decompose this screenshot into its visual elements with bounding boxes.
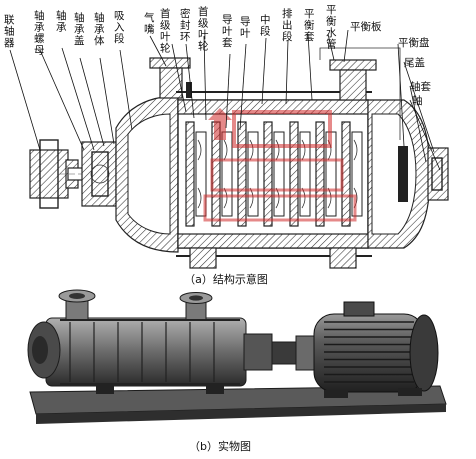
- label-bearing-cover: 轴承盖: [74, 11, 85, 47]
- label-middle-section: 中段: [260, 13, 271, 38]
- label-suction-section: 吸入段: [114, 10, 125, 45]
- watermark: [203, 108, 357, 222]
- label-bearing-nut: 轴承螺母: [34, 9, 45, 57]
- part-labels: 联轴器 轴承螺母 轴承 轴承盖 轴承体 吸入段 气嘴 首级叶轮 密封环 首级叶轮…: [4, 4, 431, 107]
- label-air-nozzle: 气嘴: [144, 11, 155, 36]
- label-first-guide-vane: 首级叶轮: [198, 5, 209, 53]
- right-bearing-housing: [427, 147, 449, 201]
- label-balance-plate: 平衡板: [350, 20, 382, 33]
- impeller-stage: [289, 121, 311, 227]
- label-guide-vane-sleeve: 导叶套: [222, 14, 233, 49]
- impeller-stage: [315, 121, 337, 227]
- pump-body-stages: [176, 82, 372, 269]
- leader-lines: [9, 29, 441, 171]
- label-balance-disc: 平衡盘: [398, 36, 430, 49]
- label-shaft: 轴: [412, 94, 423, 107]
- structure-drawing: [29, 47, 449, 269]
- left-bearing-housing: [81, 141, 117, 207]
- label-guide-vane: 导叶: [240, 16, 251, 40]
- impeller-stage: [185, 121, 207, 227]
- label-discharge-section: 排出段: [282, 7, 293, 43]
- label-bearing: 轴承: [56, 9, 67, 34]
- label-balance-sleeve: 平衡套: [304, 8, 315, 43]
- impeller-stage: [341, 121, 363, 227]
- label-first-impeller: 首级叶轮: [160, 7, 171, 55]
- label-tail-cover: 尾盖: [404, 56, 425, 69]
- product-photo: [27, 289, 447, 424]
- label-balance-water-pipe: 平衡水管: [326, 4, 337, 51]
- label-coupling: 联轴器: [4, 14, 15, 49]
- caption-photo: （b）实物图: [189, 439, 251, 453]
- suction-casing: [115, 57, 191, 253]
- caption-structure: （a）结构示意图: [184, 272, 268, 286]
- label-bearing-body: 轴承体: [94, 11, 105, 47]
- label-seal-ring: 密封环: [180, 7, 191, 43]
- label-shaft-sleeve: 轴套: [410, 80, 431, 93]
- impeller-stage: [263, 121, 285, 227]
- impeller-stage: [237, 121, 259, 227]
